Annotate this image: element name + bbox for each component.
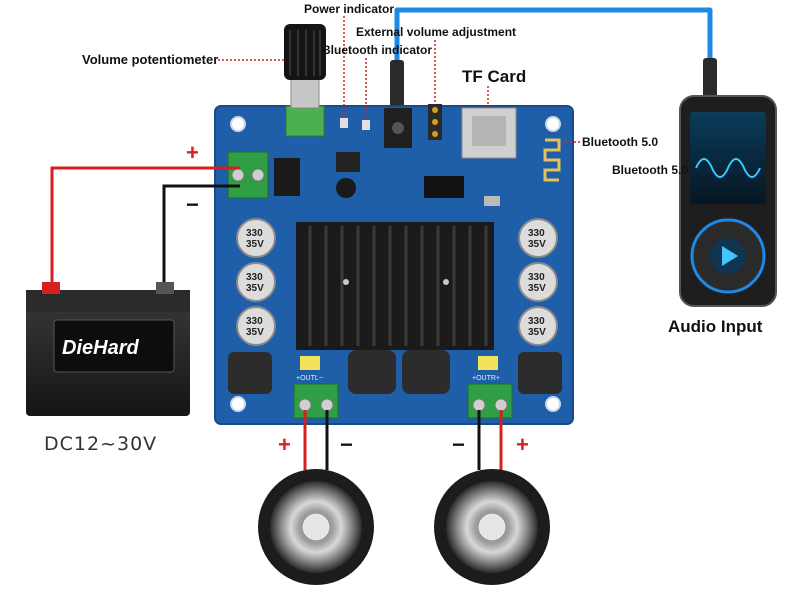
power-led [340, 118, 348, 128]
label-bluetooth-board: Bluetooth 5.0 [582, 135, 658, 149]
aux-plug-player [703, 58, 717, 98]
sign-battery-plus: + [186, 140, 199, 165]
inductor [518, 352, 562, 394]
label-external-volume: External volume adjustment [356, 25, 516, 39]
label-audio-input: Audio Input [668, 317, 763, 336]
inductor [348, 350, 396, 394]
left-speaker [258, 469, 374, 585]
play-icon [722, 246, 738, 266]
inductor [402, 350, 450, 394]
battery-brand: DieHard [62, 337, 139, 359]
aux-plug-board [390, 60, 404, 108]
sign-right-minus: − [452, 432, 465, 457]
sign-right-plus: + [516, 432, 529, 457]
bluetooth-led [362, 120, 370, 130]
bluetooth-antenna [543, 138, 561, 182]
right-speaker [434, 469, 550, 585]
audio-player [679, 95, 777, 307]
sign-left-plus: + [278, 432, 291, 457]
label-tf-card: TF Card [462, 67, 526, 86]
battery: DieHard [26, 282, 190, 416]
heatsink [296, 222, 494, 350]
potentiometer-shaft [290, 75, 320, 109]
label-power-indicator: Power indicator [304, 2, 394, 16]
label-volume-potentiometer: Volume potentiometer [82, 52, 218, 67]
battery-positive-wire [50, 166, 240, 290]
outr-label: +OUTR+ [472, 375, 500, 382]
outl-label: +OUTL− [296, 375, 323, 382]
label-bluetooth-player: Bluetooth 5.0 [612, 163, 688, 177]
sign-left-minus: − [340, 432, 353, 457]
battery-negative-wire [162, 184, 240, 290]
sign-battery-minus: − [186, 192, 199, 217]
label-bluetooth-indicator: Bluetooth indicator [322, 43, 432, 57]
label-dc-input: DC12~30V [44, 433, 157, 455]
inductor [228, 352, 272, 394]
potentiometer-base [285, 105, 325, 137]
